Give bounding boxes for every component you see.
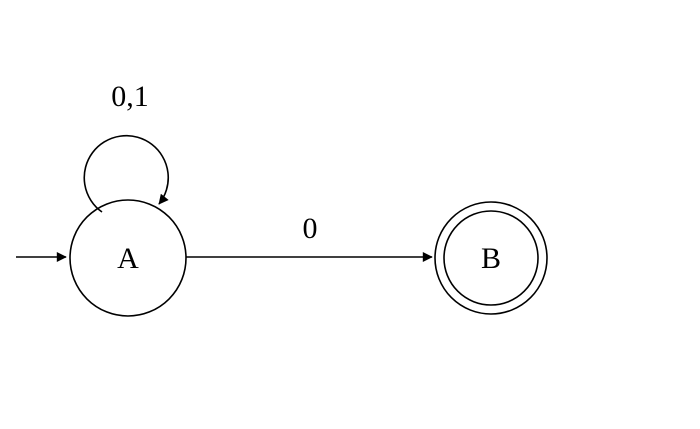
state-a-label: A bbox=[117, 242, 139, 275]
self-loop-arrow bbox=[83, 134, 169, 213]
self-loop-label: 0,1 bbox=[111, 80, 149, 113]
transition-label-a-b: 0 bbox=[303, 212, 318, 245]
state-a-circle bbox=[69, 199, 187, 317]
state-b-label: B bbox=[481, 242, 501, 275]
state-b-inner-circle bbox=[443, 210, 539, 306]
state-b-outer-circle bbox=[434, 201, 548, 315]
